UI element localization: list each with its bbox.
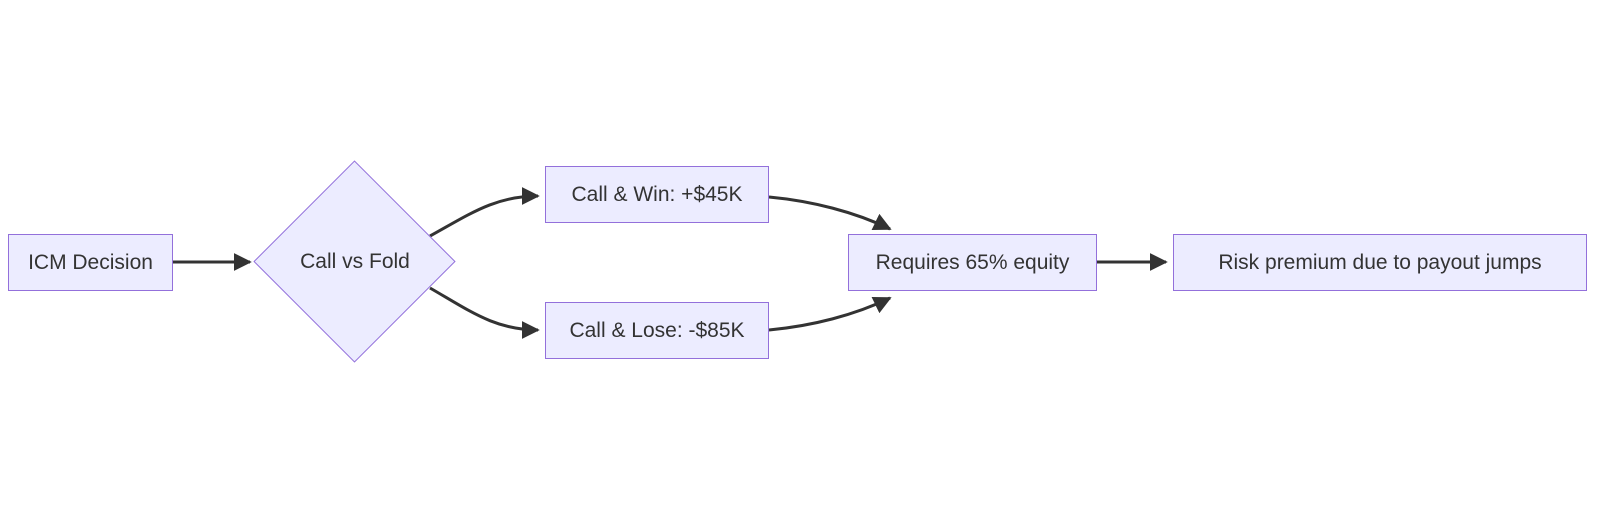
- node-risk-premium: Risk premium due to payout jumps: [1173, 234, 1587, 291]
- node-requires-equity: Requires 65% equity: [848, 234, 1097, 291]
- node-call-and-win: Call & Win: +$45K: [545, 166, 769, 223]
- node-requires-equity-label: Requires 65% equity: [875, 250, 1070, 274]
- edge-callvsfold-to-lose: [429, 286, 540, 339]
- node-icm-decision-label: ICM Decision: [28, 250, 153, 274]
- node-call-vs-fold: Call vs Fold: [255, 190, 455, 333]
- edge-lose-to-equity: [768, 296, 892, 332]
- node-risk-premium-label: Risk premium due to payout jumps: [1218, 250, 1542, 274]
- node-call-and-lose-label: Call & Lose: -$85K: [569, 318, 745, 342]
- node-call-vs-fold-label: Call vs Fold: [300, 249, 410, 273]
- node-call-and-win-label: Call & Win: +$45K: [571, 182, 743, 206]
- node-call-and-lose: Call & Lose: -$85K: [545, 302, 769, 359]
- edge-callvsfold-to-win: [429, 187, 540, 238]
- edge-win-to-equity: [768, 195, 892, 231]
- node-icm-decision: ICM Decision: [8, 234, 173, 291]
